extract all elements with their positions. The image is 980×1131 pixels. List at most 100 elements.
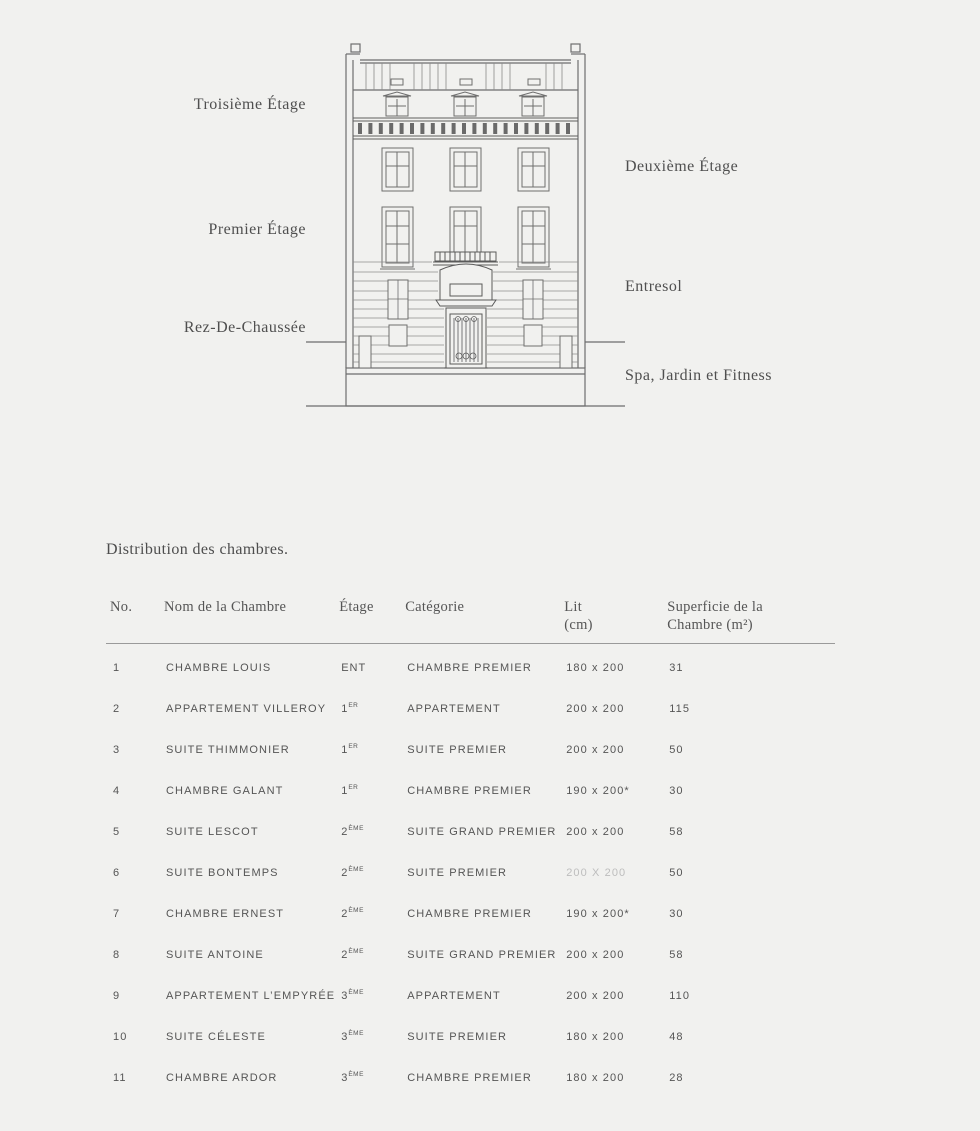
table-row: 5 SUITE LESCOT 2ÈME SUITE GRAND PREMIER 200 … (106, 811, 835, 852)
cell-etage: 2ÈME (335, 852, 401, 893)
cell-no: 6 (113, 866, 121, 879)
baluster (430, 123, 435, 134)
header-etage: Étage (335, 596, 402, 644)
cell-etage-value: 1 (341, 703, 349, 715)
cell-name: CHAMBRE ERNEST (166, 907, 285, 920)
cell-name: SUITE ANTOINE (166, 948, 264, 961)
baluster (493, 123, 498, 134)
cell-etage-value: 3 (341, 1031, 349, 1043)
cell-etage-suffix: ÈME (348, 989, 364, 996)
cell-categorie: APPARTEMENT (407, 989, 501, 1002)
cell-lit: 180 x 200 (566, 661, 625, 674)
cell-lit: 200 x 200 (566, 948, 625, 961)
cell-etage-suffix: ER (348, 702, 359, 709)
cell-no: 11 (113, 1071, 127, 1084)
cell-name: SUITE BONTEMPS (166, 866, 279, 879)
cell-etage-suffix: ÈME (348, 948, 364, 955)
cell-superficie: 50 (669, 866, 684, 879)
cell-etage-suffix: ÈME (348, 907, 364, 914)
cell-name: APPARTEMENT VILLEROY (166, 702, 327, 715)
baluster (555, 123, 560, 134)
cell-name: CHAMBRE GALANT (166, 784, 284, 797)
cell-categorie: SUITE PREMIER (407, 866, 508, 879)
cell-categorie: APPARTEMENT (407, 702, 501, 715)
section-title: Distribution des chambres. (106, 541, 289, 558)
cell-categorie: SUITE GRAND PREMIER (407, 825, 557, 838)
cell-lit: 200 x 200 (566, 743, 625, 756)
baluster (462, 123, 466, 134)
table-header-row: No. Nom de la Chambre Étage Catégorie Li… (106, 596, 835, 644)
baluster (514, 123, 518, 134)
cell-etage: 1ER (335, 770, 401, 811)
cell-superficie: 115 (669, 702, 691, 715)
baluster (545, 123, 550, 134)
cell-etage-value: 2 (341, 867, 349, 879)
cell-name: SUITE LESCOT (166, 825, 259, 838)
cell-no: 5 (113, 825, 121, 838)
header-lit-line2: (cm) (564, 617, 593, 633)
cell-lit: 200 x 200 (566, 825, 625, 838)
cell-etage: 2ÈME (335, 811, 401, 852)
cell-etage-value: 2 (341, 908, 349, 920)
cell-etage: 3ÈME (335, 975, 401, 1016)
floor-label-troisieme: Troisième Étage (193, 96, 306, 113)
baluster (399, 123, 404, 134)
cell-superficie: 110 (669, 989, 691, 1002)
cell-name: CHAMBRE ARDOR (166, 1071, 278, 1084)
cell-etage-value: 3 (341, 990, 349, 1002)
baluster (566, 123, 570, 134)
cell-etage-suffix: ER (348, 743, 359, 750)
baluster (451, 123, 456, 134)
floor-label-premier: Premier Étage (208, 221, 306, 238)
cell-etage: 1ER (335, 688, 401, 729)
cell-lit: 180 x 200 (566, 1071, 625, 1084)
cell-etage-suffix: ÈME (348, 866, 364, 873)
cell-categorie: SUITE PREMIER (407, 743, 508, 756)
cell-categorie: SUITE PREMIER (407, 1030, 508, 1043)
baluster (378, 123, 383, 134)
cell-etage-value: 1 (341, 785, 349, 797)
floor-label-rdc: Rez-De-Chaussée (183, 319, 306, 336)
header-categorie: Catégorie (401, 596, 561, 644)
cell-etage-value: ENT (341, 662, 367, 674)
cell-etage-value: 2 (341, 826, 349, 838)
baluster (420, 123, 425, 134)
cell-name: SUITE THIMMONIER (166, 743, 290, 756)
cell-name: SUITE CÉLESTE (166, 1030, 266, 1043)
cell-etage: 1ER (335, 729, 401, 770)
rooms-table: No. Nom de la Chambre Étage Catégorie Li… (106, 596, 835, 1098)
cell-etage-value: 3 (341, 1072, 349, 1084)
cell-lit: 180 x 200 (566, 1030, 625, 1043)
cell-name: APPARTEMENT L’EMPYRÉE (166, 989, 336, 1002)
cell-no: 9 (113, 989, 121, 1002)
cell-etage-suffix: ÈME (348, 825, 364, 832)
cell-lit: 190 x 200* (566, 907, 630, 920)
cell-no: 4 (113, 784, 121, 797)
cell-lit: 190 x 200* (566, 784, 630, 797)
cell-name: CHAMBRE LOUIS (166, 661, 272, 674)
floor-label-spa: Spa, Jardin et Fitness (625, 367, 772, 384)
cell-no: 2 (113, 702, 121, 715)
baluster (441, 123, 446, 134)
cell-etage: 2ÈME (335, 934, 401, 975)
cell-lit: 200 x 200 (566, 702, 625, 715)
header-lit-line1: Lit (564, 599, 583, 615)
cell-etage-suffix: ÈME (348, 1030, 364, 1037)
floor-label-deuxieme: Deuxième Étage (625, 158, 739, 175)
cell-categorie: CHAMBRE PREMIER (407, 907, 532, 920)
cell-no: 10 (113, 1030, 128, 1043)
cell-etage: 3ÈME (335, 1016, 401, 1057)
cell-superficie: 30 (669, 784, 684, 797)
cell-superficie: 50 (669, 743, 684, 756)
cell-etage-value: 1 (341, 744, 349, 756)
baluster (503, 123, 508, 134)
header-lit: Lit (cm) (560, 596, 664, 644)
cell-superficie: 58 (669, 825, 684, 838)
